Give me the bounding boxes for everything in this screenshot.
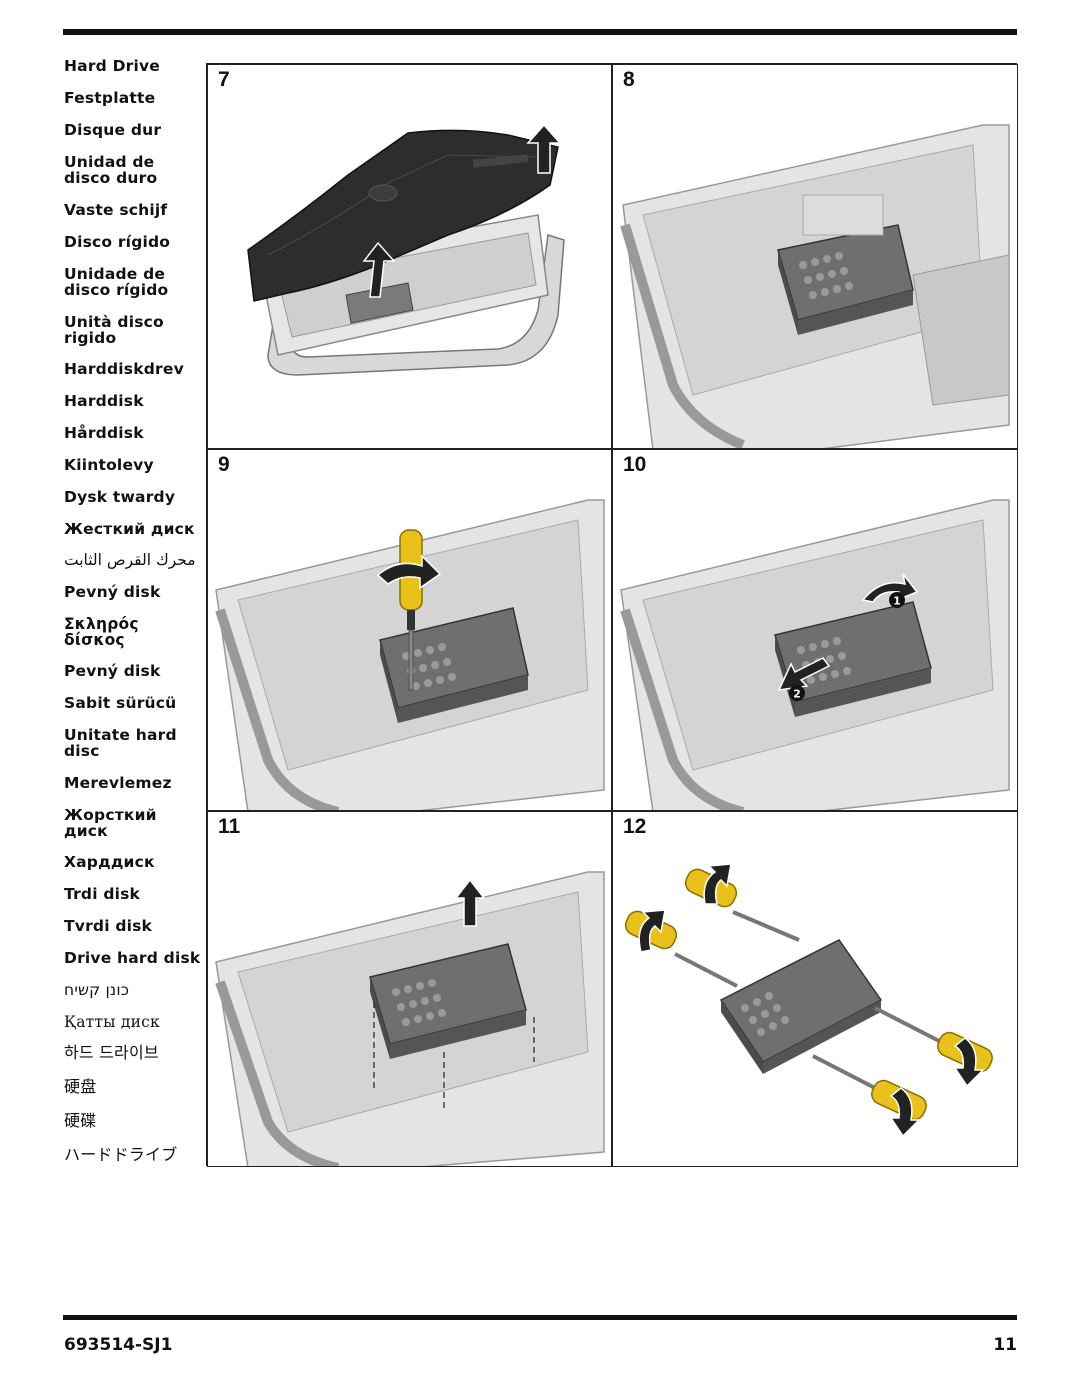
lang-label: 硬碟 — [64, 1111, 97, 1130]
step-7-panel: 7 — [207, 64, 612, 449]
lang-label: Harddisk — [64, 392, 144, 410]
chassis-open-illustration — [620, 124, 1010, 448]
step-9-panel: 9 — [207, 449, 612, 811]
lang-label: Unità disco rigido — [64, 313, 164, 347]
lang-label: Unitate hard disc — [64, 726, 177, 760]
lift-arrow-icon — [861, 573, 919, 603]
lang-label: Trdi disk — [64, 885, 141, 903]
step-number: 8 — [623, 68, 635, 91]
lift-arrow-icon — [526, 123, 562, 174]
lang-label: Pevný disk — [64, 583, 161, 601]
lang-label: Harddiskdrev — [64, 360, 184, 378]
step-12-panel: 12 — [612, 811, 1018, 1167]
lang-label: Tvrdi disk — [64, 917, 153, 935]
remove-screw-illustration — [215, 499, 605, 810]
screwdriver-icon — [874, 1006, 993, 1073]
lang-label: محرك القرص الثابت — [64, 551, 196, 569]
lang-label: כונן קשיח — [64, 981, 130, 999]
illustration-grid: 7 8 — [206, 63, 1018, 1167]
lang-label: Disco rígido — [64, 233, 171, 251]
lang-label: 硬盘 — [64, 1077, 97, 1096]
rotate-arrow-icon — [376, 554, 442, 590]
lang-label: 하드 드라이브 — [64, 1043, 159, 1062]
lang-label: Жорсткий диск — [64, 806, 157, 840]
rotate-arrow-icon — [889, 1087, 921, 1138]
lang-label: ハードドライブ — [64, 1145, 178, 1164]
step-8-panel: 8 — [612, 64, 1018, 449]
document-number: 693514-SJ1 — [64, 1335, 173, 1355]
step-11-panel: 11 — [207, 811, 612, 1167]
callout-1-label: 1 — [893, 595, 901, 608]
slide-drive-illustration: 1 2 — [620, 499, 1010, 810]
lang-label: Pevný disk — [64, 662, 161, 680]
lang-label: Unidad de disco duro — [64, 153, 158, 187]
lang-label: Жесткий диск — [64, 520, 195, 538]
lang-label: Merevlemez — [64, 774, 172, 792]
step-number: 9 — [218, 453, 230, 476]
step-number: 12 — [623, 815, 647, 838]
lift-arrow-icon — [362, 241, 396, 298]
lift-drive-out-illustration — [215, 871, 605, 1166]
rotate-arrow-icon — [953, 1037, 985, 1088]
top-rule — [63, 29, 1017, 35]
rear-cover-removal-illustration — [247, 123, 565, 376]
callout-2-icon: 2 — [789, 685, 805, 701]
rotate-arrow-icon — [703, 863, 732, 905]
bottom-rule — [63, 1315, 1017, 1320]
lang-label: Sabit sürücü — [64, 694, 177, 712]
lang-label: Харддиск — [64, 853, 155, 871]
lift-arrow-icon — [454, 878, 486, 927]
lang-label: Σκληρός δίσκος — [64, 615, 139, 649]
remove-drive-screws-illustration — [624, 863, 993, 1138]
lang-label: Dysk twardy — [64, 488, 176, 506]
callout-2-label: 2 — [793, 688, 801, 701]
lang-label: Қатты диск — [64, 1013, 160, 1031]
lang-label: Unidade de disco rígido — [64, 265, 169, 299]
rotate-arrow-icon — [638, 909, 666, 953]
page-number: 11 — [993, 1335, 1017, 1355]
callout-1-icon: 1 — [889, 592, 905, 608]
screwdriver-icon — [684, 868, 800, 942]
lang-label: Hard Drive — [64, 57, 161, 75]
lang-label: Festplatte — [64, 89, 156, 107]
step-number: 10 — [623, 453, 647, 476]
lang-label: Hårddisk — [64, 424, 144, 442]
lang-label: Disque dur — [64, 121, 162, 139]
lang-label: Vaste schijf — [64, 201, 168, 219]
lang-label: Drive hard disk — [64, 949, 201, 967]
step-number: 7 — [218, 68, 230, 91]
step-10-panel: 10 1 2 — [612, 449, 1018, 811]
lang-label: Kiintolevy — [64, 456, 154, 474]
step-number: 11 — [218, 815, 241, 838]
